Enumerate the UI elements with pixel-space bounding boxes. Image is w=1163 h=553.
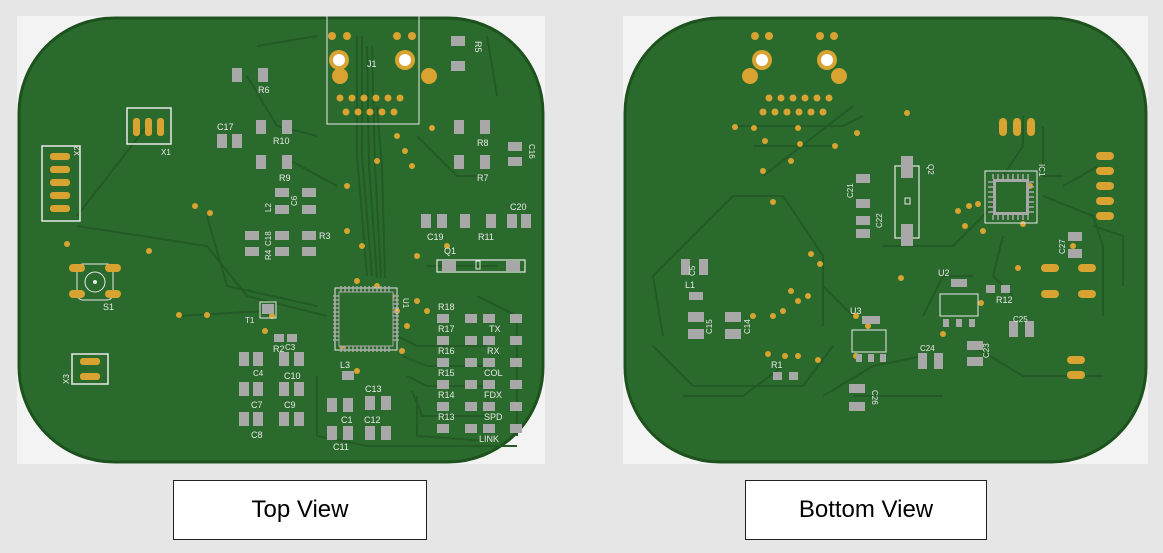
label-r1: R1 — [771, 360, 783, 370]
label-c8: C8 — [251, 430, 263, 440]
label-c21: C21 — [846, 183, 855, 198]
label-x3: X3 — [62, 374, 71, 384]
label-c4: C4 — [253, 369, 264, 378]
label-r2: R2 — [273, 344, 285, 354]
label-r18: R18 — [438, 302, 455, 312]
label-c22: C22 — [875, 213, 884, 228]
label-q2: Q2 — [926, 164, 935, 175]
label-c10: C10 — [284, 371, 301, 381]
label-c25: C25 — [1013, 315, 1028, 324]
top-view-board: J1 R5 R6 C17 R10 R9 X2 X1 C6 L2 C18 R4 R… — [17, 16, 545, 464]
label-r7: R7 — [477, 173, 489, 183]
label-r13: R13 — [438, 412, 455, 422]
label-q1: Q1 — [444, 246, 456, 256]
label-fdx: FDX — [484, 390, 502, 400]
label-r14: R14 — [438, 390, 455, 400]
label-l2: L2 — [264, 203, 273, 212]
label-u3: U3 — [850, 306, 862, 316]
label-l1: L1 — [685, 280, 695, 290]
label-r4: R4 — [264, 249, 273, 260]
label-c27: C27 — [1058, 239, 1067, 254]
label-c16: C16 — [527, 144, 536, 159]
label-ic1: IC1 — [1037, 164, 1046, 177]
label-r16: R16 — [438, 346, 455, 356]
label-rx: RX — [487, 346, 500, 356]
label-r8: R8 — [477, 138, 489, 148]
label-c9: C9 — [284, 400, 296, 410]
bottom-view-board: C21 C22 Q2 IC1 C27 U2 R12 L1 C5 — [623, 16, 1148, 464]
label-c24: C24 — [920, 344, 935, 353]
top-view-caption: Top View — [173, 480, 427, 540]
top-view-panel: J1 R5 R6 C17 R10 R9 X2 X1 C6 L2 C18 R4 R… — [17, 16, 545, 464]
label-c7: C7 — [251, 400, 263, 410]
label-r11: R11 — [478, 232, 494, 242]
label-t1: T1 — [245, 316, 255, 325]
label-c3: C3 — [285, 343, 296, 352]
label-r12: R12 — [996, 295, 1013, 305]
label-c26: C26 — [870, 390, 879, 405]
label-c11: C11 — [333, 442, 349, 452]
bottom-view-caption: Bottom View — [745, 480, 987, 540]
label-x1: X1 — [161, 148, 171, 157]
label-r15: R15 — [438, 368, 455, 378]
label-col: COL — [484, 368, 503, 378]
label-r17: R17 — [438, 324, 455, 334]
label-spd: SPD — [484, 412, 503, 422]
label-x2: X2 — [73, 146, 82, 156]
label-c17: C17 — [217, 122, 234, 132]
label-c13: C13 — [365, 384, 382, 394]
label-c14: C14 — [743, 319, 752, 334]
label-r3: R3 — [319, 231, 331, 241]
label-c5: C5 — [688, 265, 697, 276]
label-link: LINK — [479, 434, 499, 444]
label-r6: R6 — [258, 85, 270, 95]
label-u1: U1 — [401, 298, 410, 309]
label-c19: C19 — [427, 232, 444, 242]
label-c18: C18 — [264, 231, 273, 246]
label-c6: C6 — [290, 195, 299, 206]
label-tx: TX — [489, 324, 501, 334]
label-c1: C1 — [341, 415, 353, 425]
bottom-view-panel: C21 C22 Q2 IC1 C27 U2 R12 L1 C5 — [623, 16, 1148, 464]
label-r5: R5 — [473, 41, 483, 53]
label-l3: L3 — [340, 360, 350, 370]
label-c23: C23 — [982, 343, 991, 358]
label-c15: C15 — [705, 319, 714, 334]
label-c20: C20 — [510, 202, 527, 212]
label-r9: R9 — [279, 173, 291, 183]
label-j1: J1 — [367, 59, 377, 69]
label-r10: R10 — [273, 136, 290, 146]
label-s1: S1 — [103, 302, 114, 312]
label-u2: U2 — [938, 268, 950, 278]
label-c12: C12 — [364, 415, 381, 425]
